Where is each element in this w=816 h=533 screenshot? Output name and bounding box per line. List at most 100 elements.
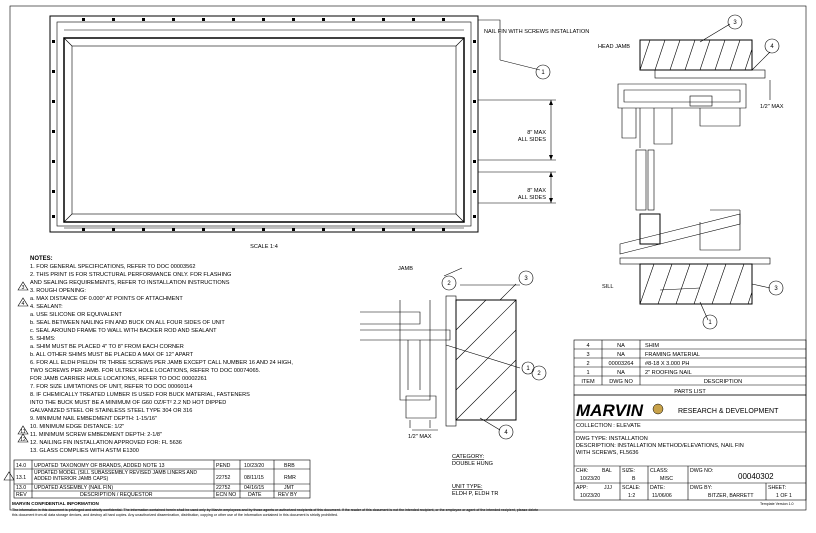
- parts-cell: 3: [586, 352, 589, 358]
- chk-value: BAL: [602, 468, 612, 474]
- sheet-border: [9, 5, 807, 511]
- head-sill-section: HEAD JAMB SILL 1/2" MAX: [598, 23, 784, 321]
- dim-8-max-top: 8" MAX: [527, 130, 546, 136]
- rev-cell: 22752: [216, 485, 231, 491]
- chk-date: 10/23/20: [580, 476, 600, 482]
- parts-list-title: PARTS LIST: [674, 389, 706, 395]
- parts-cell: NA: [617, 343, 625, 349]
- rev-cell: UPDATED MODEL (SILL SUBASSEMBLY REVISED …: [34, 470, 198, 482]
- sill-label: SILL: [602, 284, 614, 290]
- parts-cell: 2" ROOFING NAIL: [645, 370, 692, 376]
- rev-cell: 04/16/15: [244, 485, 264, 491]
- class-value: MISC: [660, 476, 673, 482]
- tri-mark: 4: [22, 301, 25, 307]
- dwg-type: DWG TYPE: INSTALLATION: [576, 436, 648, 442]
- note-line: b. ALL OTHER SHIMS MUST BE PLACED A MAX …: [30, 352, 194, 358]
- rev-cell: 13.1: [16, 475, 26, 481]
- note-line: 5. SHIMS:: [30, 336, 56, 342]
- scale-tb-value: 1:2: [628, 493, 635, 499]
- note-line: 9. MINIMUM NAIL EMBEDMENT DEPTH: 1-15/16…: [30, 416, 157, 422]
- note-line: AND SEALING REQUIREMENTS, REFER TO INSTA…: [30, 280, 230, 286]
- footer-confidential-line-1: The information in this document is priv…: [12, 508, 539, 512]
- note-line: 10. MINIMUM EDGE DISTANCE: 1/2": [30, 424, 124, 430]
- scale-tb-label: SCALE:: [622, 485, 640, 491]
- note-line: a. SHIM MUST BE PLACED 4" TO 8" FROM EAC…: [30, 344, 184, 350]
- note-line: 8. IF CHEMICALLY TREATED LUMBER IS USED …: [30, 392, 250, 398]
- brand-dept: RESEARCH & DEVELOPMENT: [678, 408, 779, 415]
- notes-block: NOTES: 1. FOR GENERAL SPECIFICATIONS, RE…: [17, 256, 293, 454]
- app-value: JJJ: [604, 485, 612, 491]
- dim-all-sides-top: ALL SIDES: [518, 137, 546, 143]
- rev-cell: JMT: [284, 485, 295, 491]
- tri-mark: 11: [20, 429, 25, 435]
- note-line: 13. GLASS COMPLIES WITH ASTM E1300: [30, 448, 139, 454]
- note-line: 3. ROUGH OPENING:: [30, 288, 86, 294]
- balloon-2b: 2: [447, 281, 451, 287]
- dwgby-value: BITZER, BARRETT: [708, 493, 754, 499]
- description-2: WITH SCREWS, FL5636: [576, 450, 638, 456]
- rev-cell: RMR: [284, 475, 296, 481]
- parts-header: DWG NO: [609, 379, 633, 385]
- balloon-3b: 3: [774, 286, 778, 292]
- rev-cell: UPDATED TAXONOMY OF BRANDS, ADDED NOTE 1…: [34, 463, 165, 469]
- note-line: TWO SCREWS PER JAMB. FOR ULTREX HOLE LOC…: [30, 368, 261, 374]
- rev-cell: 08/11/15: [244, 475, 264, 481]
- chk-label: CHK:: [576, 468, 588, 474]
- rev-header: DESCRIPTION / REQUESTOR: [80, 492, 153, 498]
- rev-cell: 13.0: [16, 485, 26, 491]
- unit-type-label: UNIT TYPE:: [452, 484, 483, 490]
- parts-cell: 2: [586, 361, 589, 367]
- jamb-section: JAMB 1/2" MAX: [360, 266, 521, 440]
- rev-cell: BRB: [284, 463, 295, 469]
- dwgby-label: DWG BY:: [690, 485, 712, 491]
- rev-header: REV BY: [278, 492, 298, 498]
- collection: COLLECTION : ELEVATE: [576, 423, 641, 429]
- parts-cell: FRAMING MATERIAL: [645, 352, 700, 358]
- parts-header: ITEM: [581, 379, 595, 385]
- balloon-1c: 1: [526, 366, 530, 372]
- category-value: DOUBLE HUNG: [452, 461, 493, 467]
- rev-header: ECN NO: [216, 492, 236, 498]
- class-label: CLASS:: [650, 468, 668, 474]
- unit-type-value: ELDH P, ELDH TR: [452, 491, 498, 497]
- parts-cell: SHIM: [645, 343, 659, 349]
- footer-confidential-line-2: this document from all data storage devi…: [12, 513, 339, 517]
- dwgno-label: DWG NO:: [690, 468, 713, 474]
- balloon-1: 1: [541, 70, 545, 76]
- scale-label: SCALE 1:4: [250, 244, 278, 250]
- rev-header: REV: [16, 492, 27, 498]
- balloon-4b: 4: [504, 430, 508, 436]
- note-line: 1. FOR GENERAL SPECIFICATIONS, REFER TO …: [30, 264, 195, 270]
- parts-list: 4 NA SHIM 3 NA FRAMING MATERIAL 2 000032…: [573, 339, 807, 396]
- rev-header: DATE: [248, 492, 262, 498]
- note-line: 4. SEALANT:: [30, 304, 63, 310]
- dim-all-sides-bottom: ALL SIDES: [518, 195, 546, 201]
- rev-cell: UPDATED ASSEMBLY (NAIL FIN): [34, 485, 113, 491]
- title-block: MARVIN RESEARCH & DEVELOPMENT COLLECTION…: [573, 394, 807, 501]
- date-label: DATE:: [650, 485, 665, 491]
- half-max-jamb: 1/2" MAX: [408, 434, 432, 440]
- jamb-label: JAMB: [398, 266, 413, 272]
- note-line: GALVANIZED STEEL OR STAINLESS STEEL TYPE…: [30, 408, 192, 414]
- note-line: 7. FOR SIZE LIMITATIONS OF UNIT, REFER T…: [30, 384, 192, 390]
- description-1: DESCRIPTION: INSTALLATION METHOD/ELEVATI…: [576, 443, 744, 449]
- footer-heading: MARVIN CONFIDENTIAL INFORMATION: [12, 501, 99, 506]
- note-line: a. MAX DISTANCE OF 0.000" AT POINTS OF A…: [30, 296, 183, 302]
- nail-fin-callout: NAIL FIN WITH SCREWS INSTALLATION: [484, 29, 589, 35]
- parts-cell: 4: [586, 343, 589, 349]
- app-label: APP:: [576, 485, 588, 491]
- note-line: FOR JAMB CARRIER HOLE LOCATIONS, REFER T…: [30, 376, 207, 382]
- balloon-2: 2: [537, 371, 541, 377]
- rev-desc-wrap: UPDATED MODEL (SILL SUBASSEMBLY REVISED …: [34, 470, 198, 482]
- parts-cell: #8-18 X 3.000 PH: [645, 361, 689, 367]
- app-date: 10/23/20: [580, 493, 600, 499]
- balloon-3: 3: [733, 20, 737, 26]
- rev-cell: 22752: [216, 475, 231, 481]
- head-jamb-label: HEAD JAMB: [598, 44, 630, 50]
- sheet-label: SHEET:: [768, 485, 786, 491]
- sheet-value: 1 OF 1: [776, 493, 792, 499]
- parts-cell: NA: [617, 352, 625, 358]
- note-line: 12. NAILING FIN INSTALLATION APPROVED FO…: [30, 440, 182, 446]
